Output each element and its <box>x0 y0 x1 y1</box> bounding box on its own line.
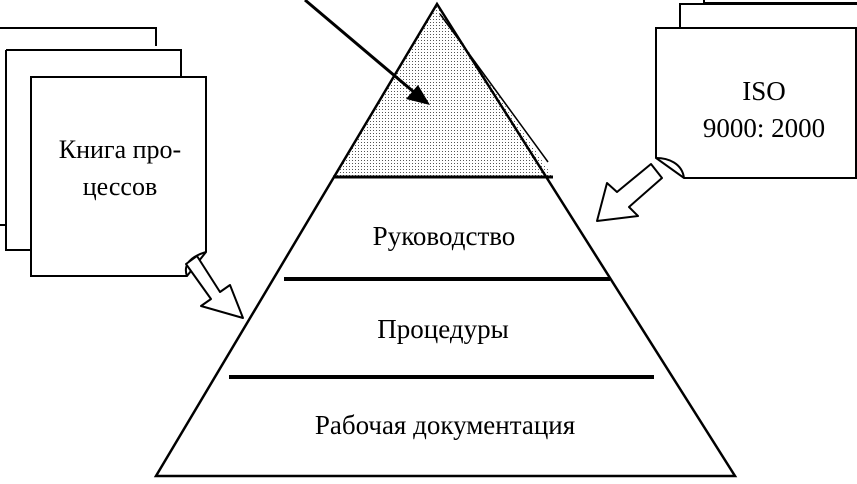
iso-label-line-1: ISO <box>742 76 786 106</box>
iso-label-line-2: 9000: 2000 <box>703 113 825 143</box>
pyramid-level-label-management: Руководство <box>373 221 516 251</box>
apex-pointer-arrow <box>304 0 430 105</box>
iso-back-page-1 <box>703 0 857 4</box>
apex-arrow-head <box>406 85 430 105</box>
iso-back-page-2 <box>679 3 857 27</box>
iso-to-pyramid-arrow <box>596 163 663 222</box>
process-book-block-arrow <box>185 255 244 319</box>
process-book-label-line-2: цессов <box>83 172 157 201</box>
pyramid-right-edge-shadow <box>439 13 549 163</box>
process-book-document-stack: Книга про- цессов <box>0 27 207 277</box>
document-pyramid: Руководство Процедуры Рабочая документац… <box>153 1 738 478</box>
iso-document-stack: ISO 9000: 2000 <box>655 0 857 179</box>
process-book-label-line-1: Книга про- <box>59 135 181 164</box>
pyramid-apex-shaded <box>333 4 553 177</box>
pyramid-level-label-procedures: Процедуры <box>377 314 508 344</box>
process-book-middle-page <box>5 49 182 251</box>
iso-page-curl <box>655 157 685 179</box>
iso-front-page <box>655 27 857 179</box>
apex-arrow-shaft <box>304 0 416 95</box>
pyramid-level-label-work-docs: Рабочая документация <box>315 410 575 440</box>
iso-block-arrow <box>596 163 663 222</box>
process-book-to-pyramid-arrow <box>185 255 244 319</box>
pyramid-outline <box>153 1 738 478</box>
